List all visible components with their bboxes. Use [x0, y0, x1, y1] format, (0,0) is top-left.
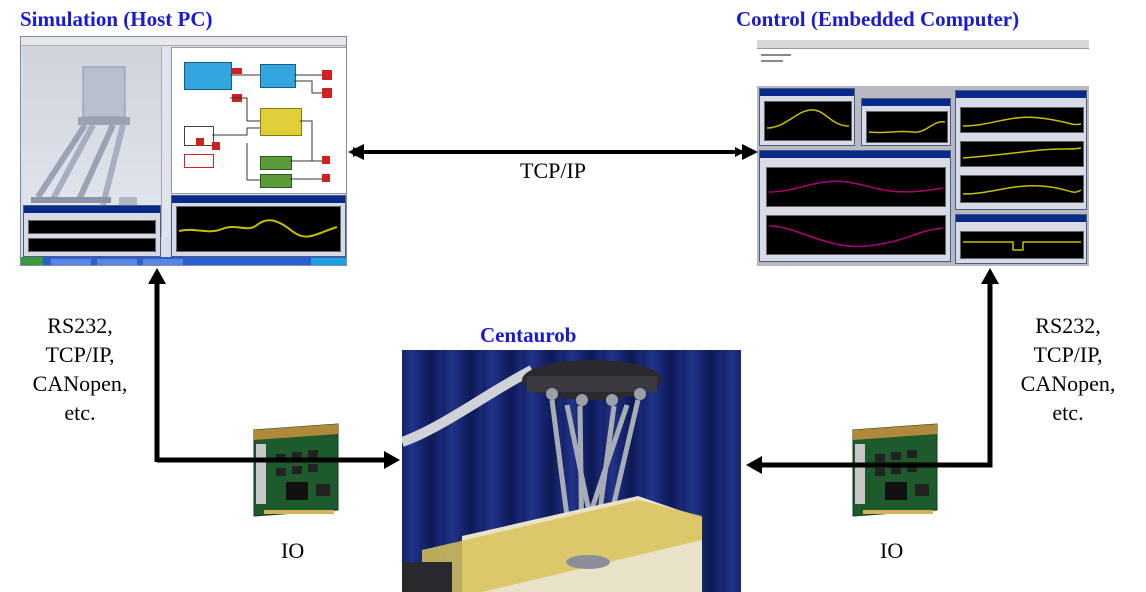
simulation-screenshot — [20, 36, 347, 266]
control-screenshot — [757, 40, 1089, 266]
left-protocol-tcpip: TCP/IP, — [45, 342, 115, 367]
left-protocols: RS232, TCP/IP, CANopen, etc. — [20, 311, 140, 427]
sim-yellow-trace — [178, 219, 338, 238]
left-protocol-rs232: RS232, — [47, 313, 113, 338]
right-protocol-canopen: CANopen, — [1020, 371, 1116, 396]
right-io-arrow — [760, 282, 993, 468]
left-protocol-etc: etc. — [64, 400, 96, 425]
control-title: Control (Embedded Computer) — [736, 7, 1020, 31]
io-board-right — [845, 420, 945, 520]
robot-cad-model — [31, 66, 137, 213]
io-left-label: IO — [281, 538, 305, 563]
sim-small-window — [23, 205, 161, 257]
left-protocol-canopen: CANopen, — [32, 371, 128, 396]
control-desktop — [757, 86, 1089, 266]
tcp-ip-label: TCP/IP — [520, 158, 587, 183]
sim-scope-window — [171, 195, 346, 257]
right-protocols: RS232, TCP/IP, CANopen, etc. — [1006, 311, 1130, 427]
simulation-title: Simulation (Host PC) — [20, 7, 213, 31]
io-right-label: IO — [880, 538, 904, 563]
right-protocol-rs232: RS232, — [1035, 313, 1101, 338]
right-protocol-tcpip: TCP/IP, — [1033, 342, 1103, 367]
right-protocol-etc: etc. — [1052, 400, 1084, 425]
simulink-diagram — [171, 47, 346, 194]
taskbar — [21, 257, 346, 265]
centaurob-title: Centaurob — [480, 323, 577, 347]
io-board-left — [246, 420, 346, 520]
centaurob-photo — [402, 350, 741, 592]
